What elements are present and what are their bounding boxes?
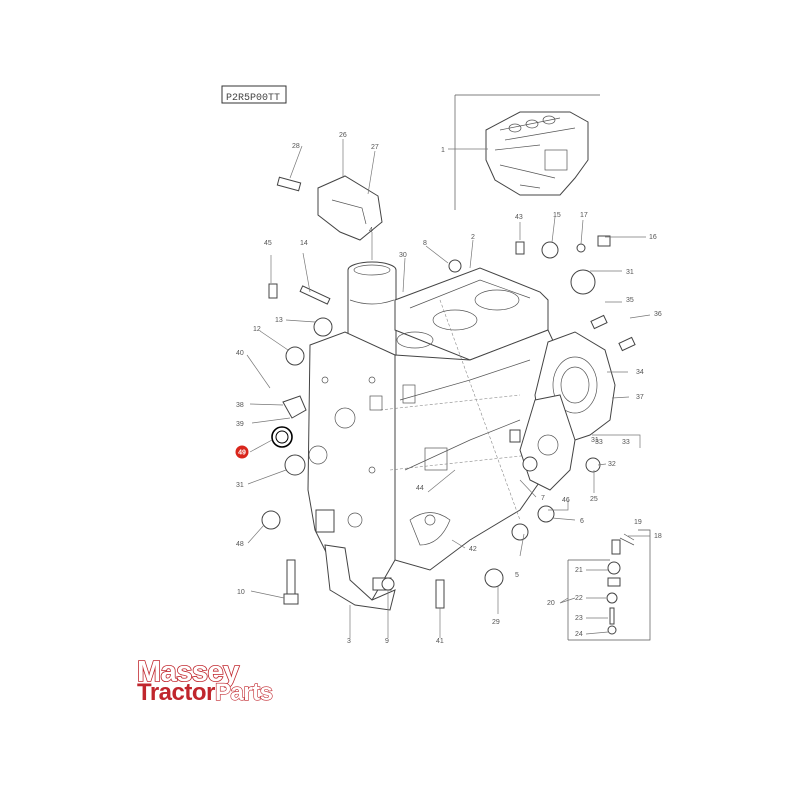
callout-label: 15 (553, 212, 561, 219)
callout-label: 46 (562, 497, 570, 504)
callout-label: 40 (236, 350, 244, 357)
callout-label: 37 (636, 394, 644, 401)
callout-label: 42 (469, 546, 477, 553)
callout-label: 8 (423, 240, 427, 247)
callout-label: 22 (575, 595, 583, 602)
callout-label: 35 (626, 297, 634, 304)
logo-line-2: TractorParts (137, 679, 273, 706)
callout-label: 43 (515, 214, 523, 221)
callout-label: 33 (622, 439, 630, 446)
callout-label: 27 (371, 144, 379, 151)
logo-line-1: Massey (137, 656, 239, 688)
callout-label: 45 (264, 240, 272, 247)
callout-label: 21 (575, 567, 583, 574)
callout-label: 12 (253, 326, 261, 333)
callout-label: 23 (575, 615, 583, 622)
callout-label: 26 (339, 132, 347, 139)
callout-label: 25 (590, 496, 598, 503)
callout-label: 28 (292, 143, 300, 150)
callout-label: 29 (492, 619, 500, 626)
callout-label: 30 (399, 252, 407, 259)
callout-label: 16 (649, 234, 657, 241)
callout-label: 2 (471, 234, 475, 241)
leader-lines (246, 139, 651, 638)
callout-label: 24 (575, 631, 583, 638)
callout-label: 14 (300, 240, 308, 247)
callout-label: 48 (236, 541, 244, 548)
callout-label: 39 (236, 421, 244, 428)
engine-block (307, 267, 556, 611)
callout-label: 6 (580, 518, 584, 525)
highlight-label: 49 (238, 450, 246, 457)
callout-label: 41 (436, 638, 444, 645)
part-49-ring (271, 426, 293, 448)
callout-label: 7 (541, 495, 545, 502)
highlighted-callout: 49 (235, 445, 249, 459)
callout-label: 19 (634, 519, 642, 526)
reference-code: P2R5P00TT (226, 93, 280, 104)
callout-label: 38 (236, 402, 244, 409)
callout-label: 31 (591, 437, 599, 444)
callout-labels: 1 2 3 4 5 6 7 8 9 10 12 13 14 15 16 17 1… (236, 132, 662, 645)
inset-engine-assembly (454, 94, 600, 210)
reference-code-box: P2R5P00TT (221, 85, 287, 104)
small-parts (261, 235, 636, 609)
callout-label: 17 (580, 212, 588, 219)
thermostat-housing (276, 175, 383, 241)
logo-parts-word: Parts (215, 679, 273, 706)
callout-label: 10 (237, 589, 245, 596)
callout-label: 32 (608, 461, 616, 468)
callout-label: 3 (347, 638, 351, 645)
callout-label: 4 (369, 227, 373, 234)
callout-label: 13 (275, 317, 283, 324)
highlight-marker (235, 445, 249, 459)
massey-tractor-parts-logo: Massey TractorParts (136, 655, 273, 706)
callout-label: 36 (654, 311, 662, 318)
callout-label: 1 (441, 147, 445, 154)
callout-label: 18 (654, 533, 662, 540)
callout-label: 34 (636, 369, 644, 376)
callout-label: 44 (416, 485, 424, 492)
callout-label: 33 (595, 439, 603, 446)
callout-label: 31 (236, 482, 244, 489)
logo-tractor-word: Tractor (137, 679, 215, 706)
callout-label: 9 (385, 638, 389, 645)
oil-pressure-switch-group (567, 529, 651, 641)
callout-label: 5 (515, 572, 519, 579)
callout-label: 31 (626, 269, 634, 276)
callout-label: 20 (547, 600, 555, 607)
